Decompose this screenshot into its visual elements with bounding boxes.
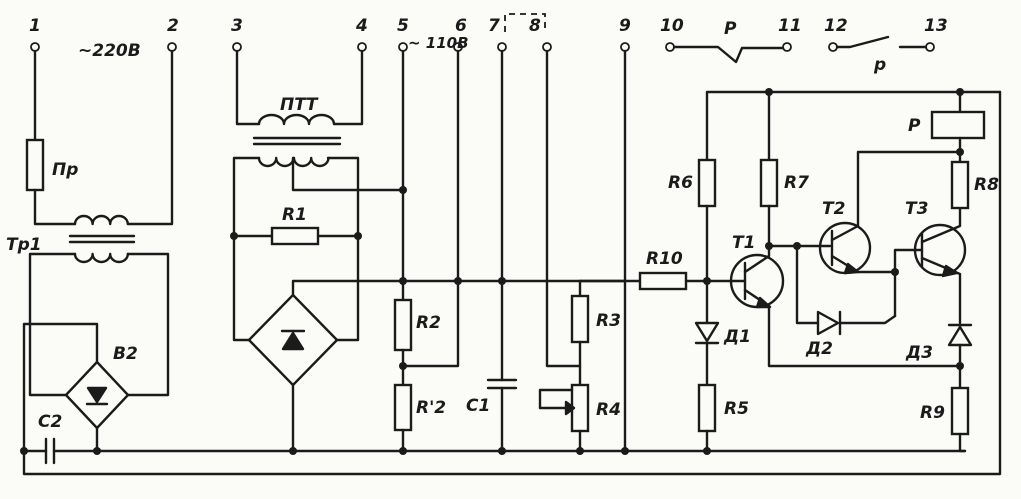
r10-label: R10: [646, 249, 683, 269]
t2-label: Т2: [822, 199, 845, 219]
transistor-t3: [915, 208, 965, 323]
r4-label: R4: [596, 400, 621, 420]
r2-prime-label: R'2: [416, 398, 446, 418]
terminal-label-2: 2: [167, 16, 179, 36]
r5-label: R5: [724, 399, 749, 419]
t1-label: Т1: [732, 233, 755, 253]
terminal-label-13: 13: [924, 16, 948, 36]
terminal-label-10: 10: [660, 16, 684, 36]
transformer-label: Тр1: [6, 235, 42, 255]
terminal-label-1: 1: [29, 16, 41, 36]
terminal-11: [783, 43, 791, 51]
terminal-label-9: 9: [619, 16, 631, 36]
current-transformer-section: ПТТ R1: [230, 51, 625, 455]
resistor-r7: [761, 160, 777, 206]
terminal-row: 1 2 3 4 5 6 7 8 9 10 11 12 13: [29, 16, 948, 51]
d1-label: Д1: [723, 327, 751, 347]
terminal-label-4: 4: [355, 16, 368, 36]
resistor-r5: [699, 385, 715, 431]
secondary-voltage-label: ~ 110В: [408, 34, 469, 52]
mains-voltage-label: ~220В: [78, 41, 141, 61]
terminal-label-12: 12: [824, 16, 848, 36]
r1-label: R1: [282, 205, 307, 225]
bridge-label: В2: [113, 344, 138, 364]
relay-coil-label: Р: [908, 116, 921, 136]
resistor-r9: [952, 388, 968, 434]
resistor-r1: [272, 228, 318, 244]
relay-contact-closed: [674, 47, 783, 62]
resistor-r10: [640, 273, 686, 289]
terminal-label-3: 3: [231, 16, 243, 36]
fuse-label: Пр: [52, 160, 78, 180]
relay-coil: [932, 112, 984, 138]
t3-label: Т3: [905, 199, 928, 219]
c1-label: С1: [466, 396, 490, 416]
terminal-label-11: 11: [778, 16, 802, 36]
r8-label: R8: [974, 175, 999, 195]
transformer-tr1: [70, 216, 134, 262]
resistor-r6: [699, 160, 715, 206]
terminal-label-8: 8: [529, 16, 541, 36]
capacitor-c2-label: С2: [38, 412, 62, 432]
terminal-label-5: 5: [397, 16, 409, 36]
adjust-section: R3 R4: [540, 281, 621, 455]
resistor-r2-prime: [395, 385, 411, 430]
transistor-t1: [731, 246, 783, 307]
relay-contact-2-label: р: [873, 55, 886, 75]
relay-contact-1-label: Р: [724, 19, 737, 39]
ptt-label: ПТТ: [280, 95, 319, 115]
d3-label: Д3: [905, 343, 933, 363]
terminal-label-7: 7: [488, 16, 500, 36]
divider-section: R2 R'2: [395, 51, 462, 455]
r7-label: R7: [784, 173, 809, 193]
rectifier-bridge-ptt: [249, 295, 337, 385]
rectifier-bridge-v2: [66, 362, 128, 428]
capacitor-section: С1: [466, 51, 580, 455]
r3-label: R3: [596, 311, 621, 331]
resistor-r8: [952, 162, 968, 208]
relay-contact-open: [837, 37, 888, 47]
terminal-label-6: 6: [455, 16, 467, 36]
resistor-r3: [572, 296, 588, 342]
r2-label: R2: [416, 313, 441, 333]
resistor-r2: [395, 300, 411, 350]
fuse: [27, 140, 43, 190]
r9-label: R9: [920, 403, 945, 423]
amplifier-section: R10 R6 Д1 R5 R7: [580, 88, 1000, 455]
d2-label: Д2: [805, 339, 833, 359]
r6-label: R6: [668, 173, 693, 193]
